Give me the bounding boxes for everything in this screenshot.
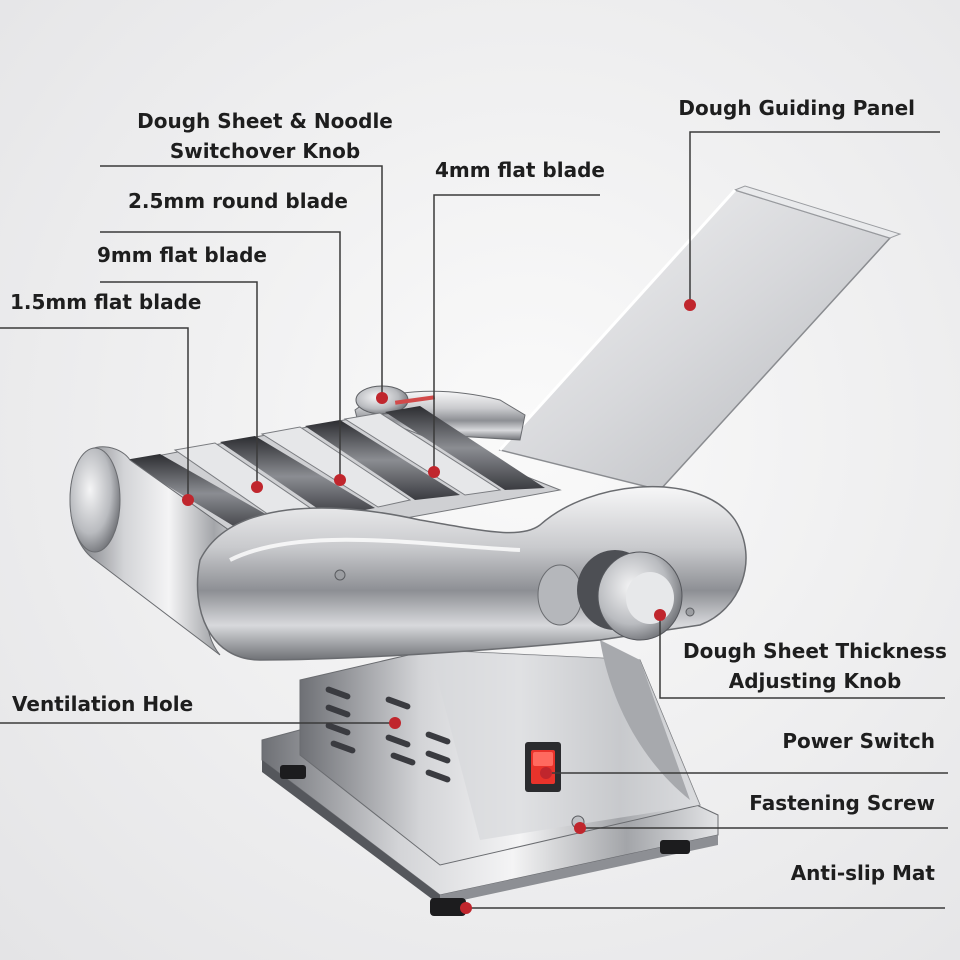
marker-9mm-flat-blade [251,481,263,493]
leader-1-5mm-flat-blade [0,327,189,500]
label-switchover-knob: Dough Sheet & Noodle Switchover Knob [120,106,410,166]
leader-thickness-knob [659,615,945,699]
marker-guiding-panel [684,299,696,311]
marker-fastening-screw [574,822,586,834]
marker-2-5mm-round-blade [334,474,346,486]
leader-2-5mm-round-blade [100,231,341,480]
label-2-5mm-round-blade: 2.5mm round blade [128,189,348,213]
ventilation-slots [325,686,451,783]
power-switch [525,742,561,792]
label-thickness-knob-line2: Adjusting Knob [728,669,902,693]
label-1-5mm-flat-blade: 1.5mm flat blade [10,290,202,314]
dough-guiding-panel [498,185,902,491]
markers [182,299,696,914]
marker-anti-slip-mat [460,902,472,914]
label-thickness-knob-line1: Dough Sheet Thickness [683,639,947,663]
label-switchover-knob-line1: Dough Sheet & Noodle [137,109,393,133]
marker-1-5mm-flat-blade [182,494,194,506]
label-ventilation-hole: Ventilation Hole [12,692,194,716]
leader-switchover-knob [100,165,383,398]
marker-ventilation-hole [389,717,401,729]
marker-thickness-knob [654,609,666,621]
label-power-switch: Power Switch [782,729,935,753]
label-fastening-screw: Fastening Screw [749,791,935,815]
leader-4mm-flat-blade [433,194,600,472]
marker-switchover-knob [376,392,388,404]
marker-4mm-flat-blade [428,466,440,478]
label-thickness-knob: Dough Sheet Thickness Adjusting Knob [680,636,950,696]
label-anti-slip-mat: Anti-slip Mat [790,861,935,885]
label-4mm-flat-blade: 4mm flat blade [435,158,605,182]
marker-power-switch [540,767,552,779]
leader-9mm-flat-blade [100,281,258,487]
label-9mm-flat-blade: 9mm flat blade [97,243,267,267]
label-switchover-knob-line2: Switchover Knob [169,139,361,163]
anti-slip-feet [280,765,690,916]
leader-guiding-panel [689,131,940,305]
label-guiding-panel: Dough Guiding Panel [678,96,915,120]
leader-lines [0,131,948,909]
